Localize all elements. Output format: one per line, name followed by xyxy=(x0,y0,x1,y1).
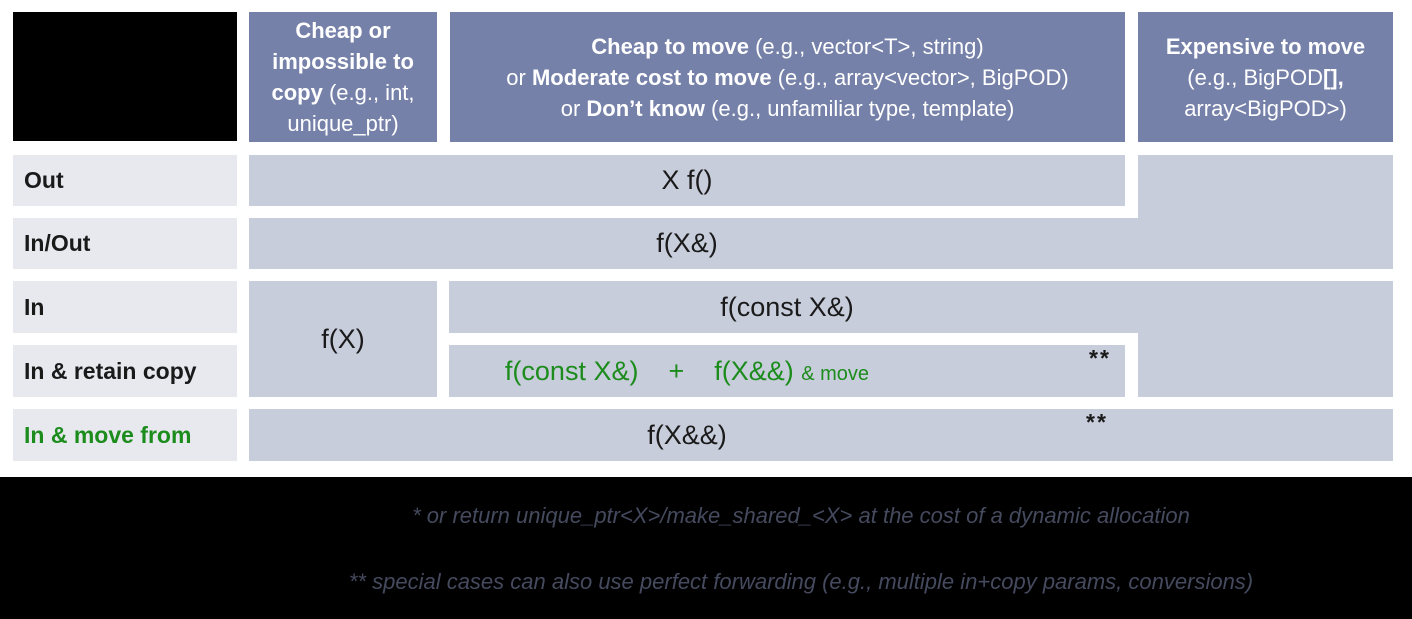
row-label-out: Out xyxy=(13,155,237,206)
footnote-perfect-forwarding: ** special cases can also use perfect fo… xyxy=(348,569,1254,594)
row-label-in-out: In/Out xyxy=(13,218,237,269)
legend-box xyxy=(13,12,237,141)
row-label-in-move-from-text: In & move from xyxy=(24,421,192,448)
row-label-in-move-from: In & move from xyxy=(13,409,237,461)
footnote-panel xyxy=(0,477,1412,619)
column-header-cheap-to-move: Cheap to move (e.g., vector<T>, string)o… xyxy=(450,12,1125,142)
cell-in-cheap-copy xyxy=(249,281,437,397)
formula-in-retain-copy: f(const X&) + f(X&&) & move xyxy=(504,355,870,386)
row-label-in-out-text: In/Out xyxy=(24,230,91,256)
row-label-out-text: Out xyxy=(24,167,64,193)
cell-in-out xyxy=(249,218,1393,269)
formula-out: X f() xyxy=(661,165,713,195)
footnote-marker-retain-copy: ** xyxy=(1089,345,1111,371)
cell-in xyxy=(449,281,1393,333)
column-header-expensive-to-move: Expensive to move(e.g., BigPOD[],array<B… xyxy=(1138,12,1393,142)
row-label-in-text: In xyxy=(24,293,45,320)
row-label-in: In xyxy=(13,281,237,333)
formula-in: f(const X&) xyxy=(720,291,854,322)
footnote-dynamic-allocation: * or return unique_ptr<X>/make_shared_<X… xyxy=(412,503,1190,528)
cell-in-retain-copy xyxy=(449,345,1125,397)
formula-in-out: f(X&) xyxy=(656,228,718,258)
formula-in-cheap-copy: f(X) xyxy=(321,323,365,354)
formula-in-move-from: f(X&&) xyxy=(647,419,727,450)
footnote-marker-move-from: ** xyxy=(1086,409,1108,435)
row-label-in-retain-copy: In & retain copy xyxy=(13,345,237,397)
cell-in-move-from xyxy=(249,409,1393,461)
row-label-in-retain-copy-text: In & retain copy xyxy=(24,357,197,384)
cell-out xyxy=(249,155,1125,206)
